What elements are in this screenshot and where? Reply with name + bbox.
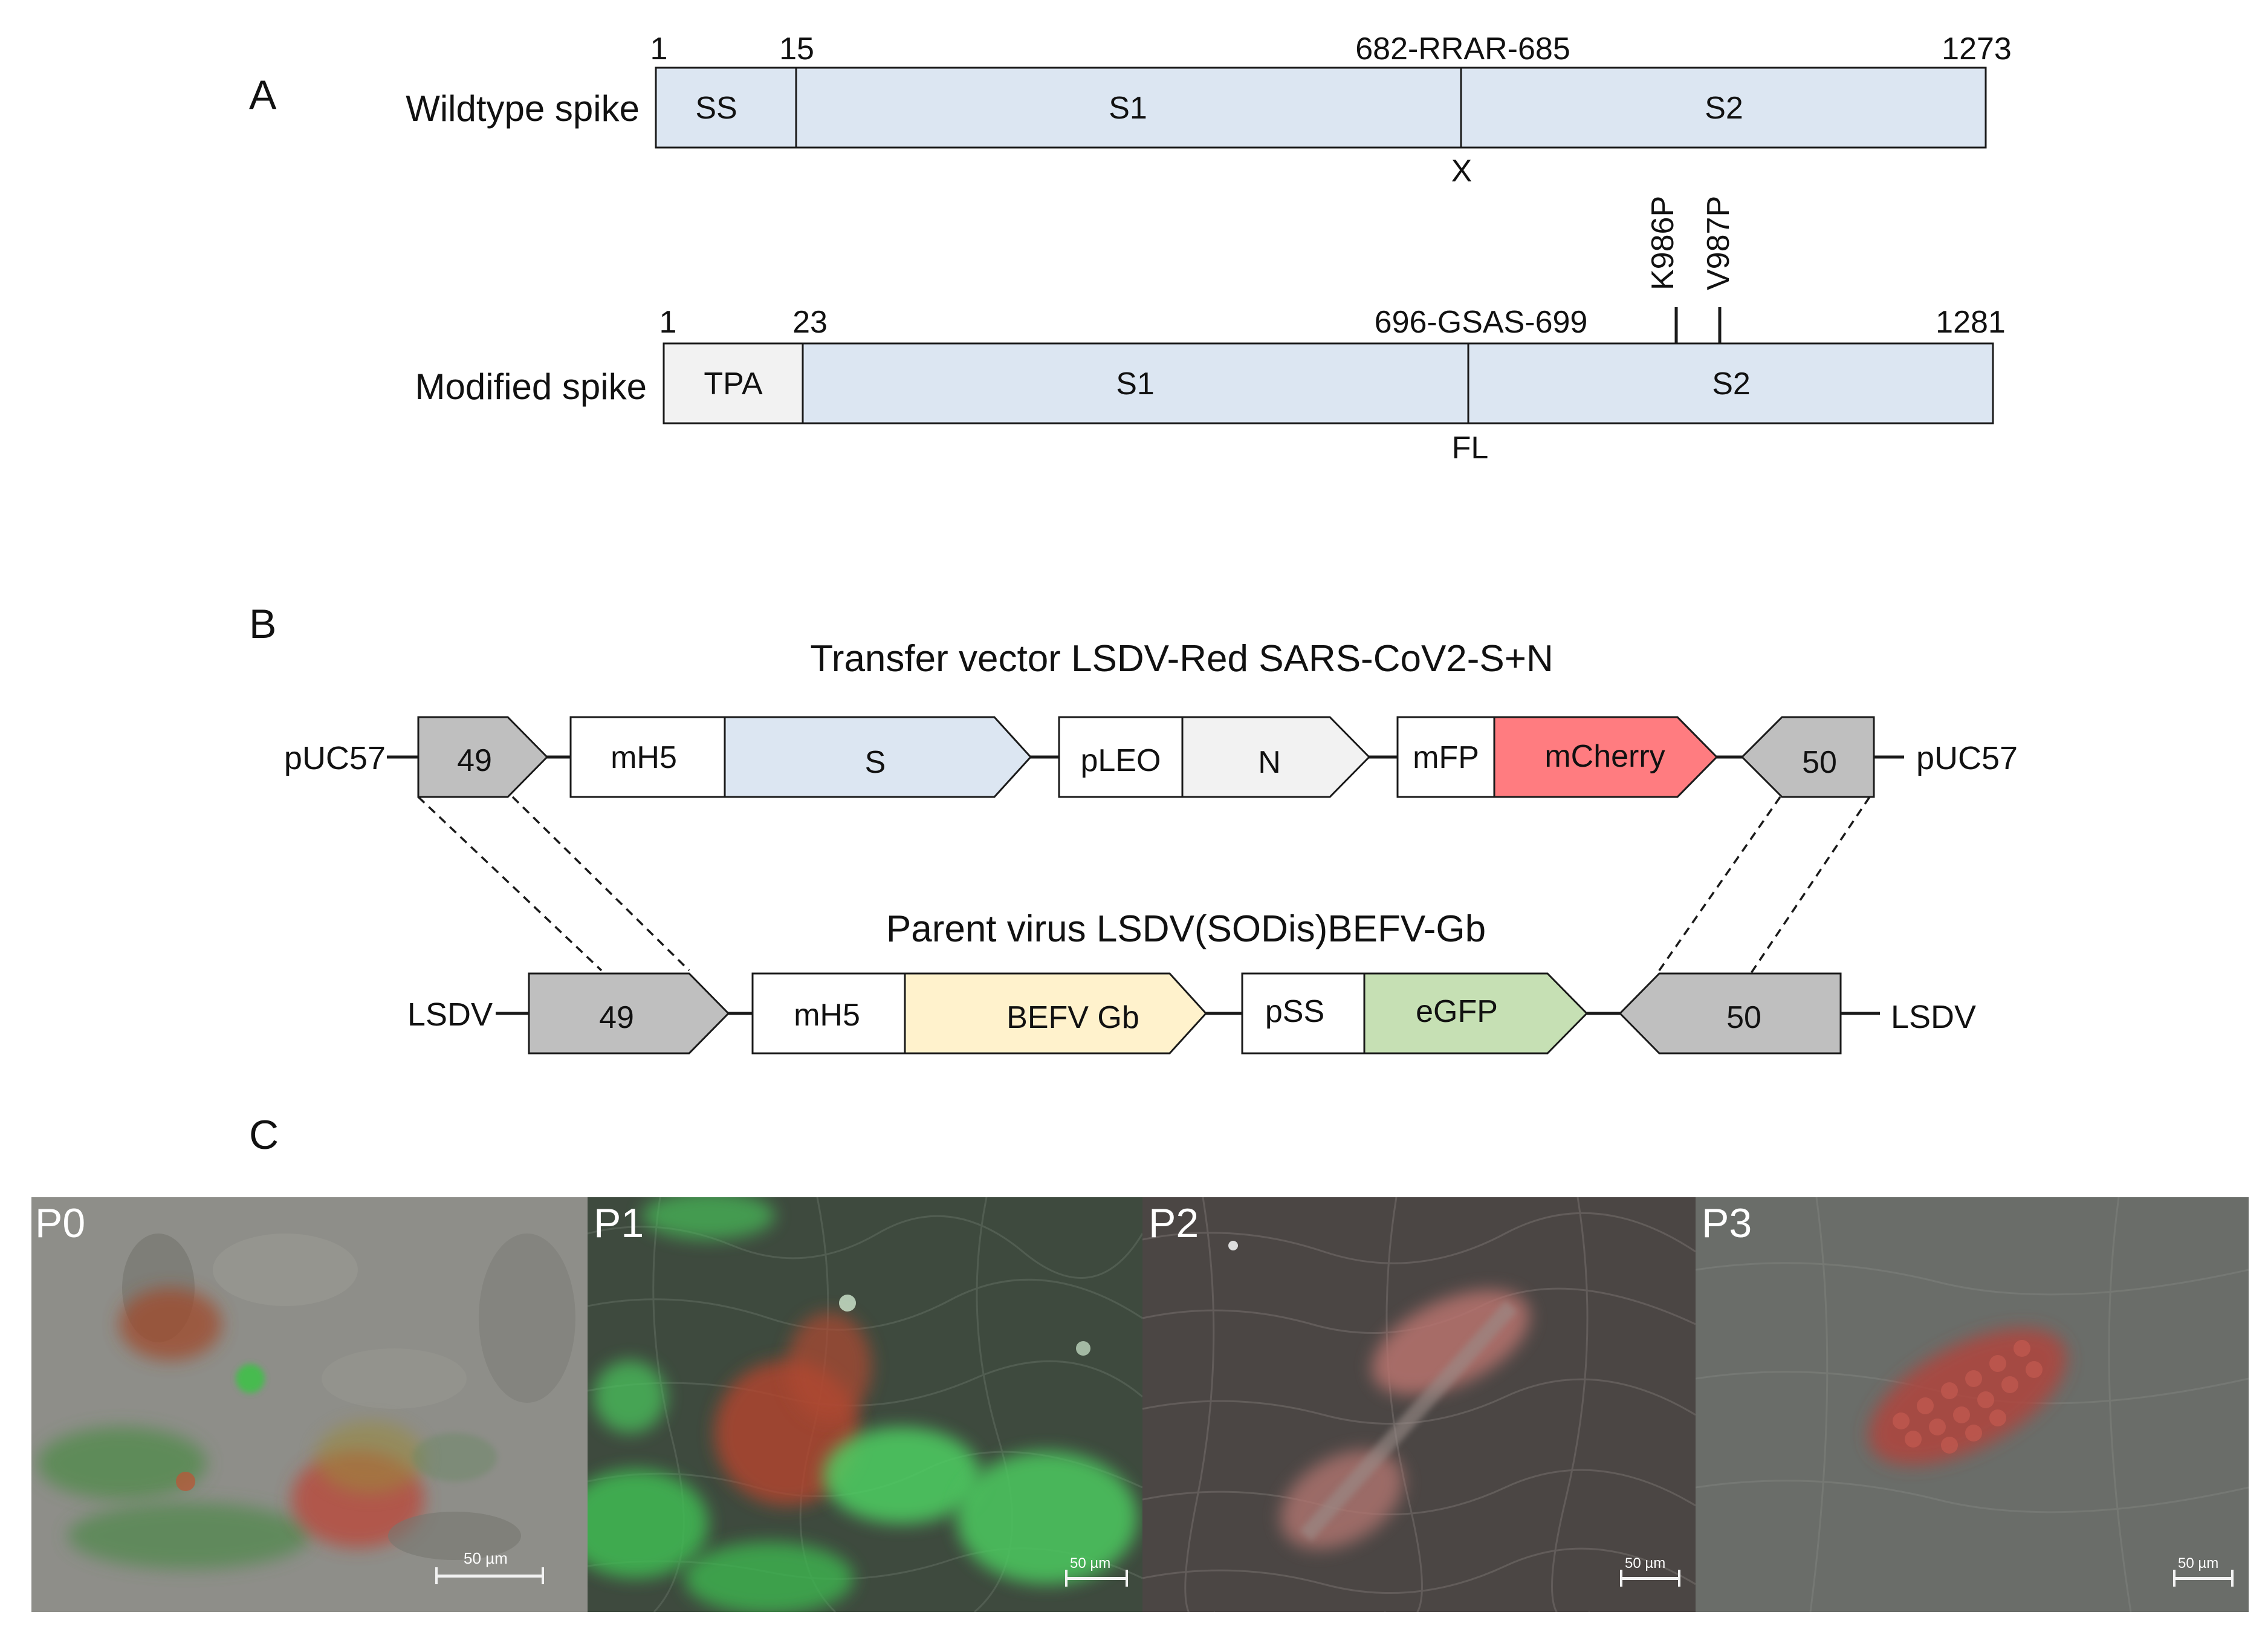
- recombination-line: [1749, 796, 1871, 975]
- transfer-promoter-mh5: [569, 716, 726, 798]
- micrograph-p0-scale-text: 50 µm: [464, 1549, 508, 1567]
- micrograph-p3-scale-text: 50 µm: [2178, 1555, 2219, 1572]
- parent-promoter-pss-label: pSS: [1265, 994, 1324, 1029]
- micrograph-p3-overlay: P3 50 µm: [1696, 1197, 2249, 1612]
- wildtype-s1-segment: [795, 67, 1462, 149]
- wildtype-cleavage-mark: X: [1451, 154, 1473, 189]
- recombination-line: [511, 796, 690, 972]
- modified-pos-end: 1281: [1936, 305, 2006, 340]
- parent-right-flank: LSDV: [1891, 999, 1976, 1035]
- transfer-promoter-mfp-label: mFP: [1413, 740, 1479, 775]
- parent-arm-49: [528, 972, 730, 1055]
- parent-arm-49-label: 49: [599, 1000, 634, 1035]
- micrograph-p0-overlay: P0 50 µm: [31, 1197, 588, 1612]
- parent-gene-egfp-label: eGFP: [1416, 994, 1498, 1029]
- transfer-vector-title: Transfer vector LSDV-Red SARS-CoV2-S+N: [810, 638, 1554, 680]
- transfer-gene-n: [1181, 716, 1371, 798]
- transfer-gene-s: [724, 716, 1032, 798]
- parent-virus-title: Parent virus LSDV(SODis)BEFV-Gb: [886, 908, 1486, 950]
- micrograph-p1-label: P1: [594, 1200, 644, 1246]
- modified-tpa-label: TPA: [704, 366, 763, 401]
- parent-gene-egfp: [1363, 972, 1589, 1055]
- transfer-gene-n-label: N: [1258, 745, 1281, 780]
- micrograph-p0-label: P0: [35, 1200, 86, 1246]
- panel-a-label: A: [249, 72, 277, 118]
- wildtype-pos-end: 1273: [1942, 31, 2012, 67]
- transfer-gene-mcherry: [1493, 716, 1719, 798]
- recombination-line: [1655, 796, 1781, 976]
- transfer-promoter-pleo-label: pLEO: [1081, 743, 1161, 778]
- modified-pos-tpa-end: 23: [792, 305, 828, 340]
- micrograph-p3: [1696, 1197, 2249, 1612]
- wildtype-s1-label: S1: [1109, 91, 1147, 126]
- micrograph-p1: [588, 1197, 1142, 1612]
- wildtype-pos-ss-end: 15: [779, 31, 814, 67]
- wildtype-row-label: Wildtype spike: [406, 88, 640, 129]
- parent-arm-50-label: 50: [1726, 1000, 1761, 1035]
- parent-left-flank: LSDV: [407, 996, 493, 1033]
- wildtype-s2-label: S2: [1705, 91, 1743, 126]
- parent-promoter-pss: [1241, 972, 1366, 1055]
- transfer-promoter-mfp: [1396, 716, 1495, 798]
- parent-promoter-mh5: [751, 972, 906, 1055]
- parent-arm-50: [1618, 972, 1842, 1055]
- transfer-promoter-pleo: [1058, 716, 1184, 798]
- parent-gene-befv-gb: [904, 972, 1208, 1055]
- mutation-v987p-label: V987P: [1701, 196, 1736, 290]
- mutation-k986p-label: K986P: [1645, 196, 1680, 290]
- transfer-gene-mcherry-label: mCherry: [1544, 739, 1665, 774]
- parent-promoter-mh5-label: mH5: [794, 998, 860, 1033]
- modified-s1-segment: [802, 342, 1469, 424]
- micrograph-p1-overlay: P1 50 µm: [588, 1197, 1142, 1612]
- modified-row-label: Modified spike: [415, 366, 647, 407]
- wildtype-pos-start: 1: [650, 31, 668, 67]
- transfer-left-flank: pUC57: [284, 740, 386, 776]
- transfer-arm-50-label: 50: [1802, 745, 1837, 780]
- modified-s1-label: S1: [1116, 366, 1155, 401]
- transfer-promoter-mh5-label: mH5: [611, 740, 677, 775]
- modified-s2-label: S2: [1712, 366, 1751, 401]
- micrograph-p3-label: P3: [1702, 1200, 1752, 1246]
- micrograph-p2: [1142, 1197, 1696, 1612]
- micrograph-p2-overlay: P2 50 µm: [1142, 1197, 1696, 1612]
- modified-tpa-segment: [663, 342, 804, 424]
- panel-b-label: B: [249, 601, 276, 647]
- micrograph-p1-scale-text: 50 µm: [1070, 1555, 1111, 1572]
- modified-pos-start: 1: [659, 305, 677, 340]
- transfer-arm-49: [417, 716, 549, 798]
- wildtype-ss-label: SS: [695, 91, 737, 126]
- transfer-arm-50: [1740, 716, 1875, 798]
- recombination-line: [417, 796, 603, 972]
- transfer-right-flank: pUC57: [1916, 740, 2018, 776]
- modified-cleavage-mark: FL: [1452, 431, 1489, 466]
- modified-s2-segment: [1467, 342, 1994, 424]
- micrograph-p0: [31, 1197, 588, 1612]
- modified-cleavage-site: 696-GSAS-699: [1375, 305, 1588, 340]
- micrograph-p2-label: P2: [1149, 1200, 1199, 1246]
- transfer-gene-s-label: S: [865, 745, 886, 780]
- wildtype-s2-segment: [1460, 67, 1987, 149]
- micrograph-p2-scale-text: 50 µm: [1625, 1555, 1666, 1572]
- transfer-arm-49-label: 49: [457, 743, 492, 778]
- parent-gene-befv-gb-label: BEFV Gb: [1006, 1000, 1139, 1035]
- wildtype-cleavage-site: 682-RRAR-685: [1355, 31, 1570, 67]
- panel-c-label: C: [249, 1112, 279, 1158]
